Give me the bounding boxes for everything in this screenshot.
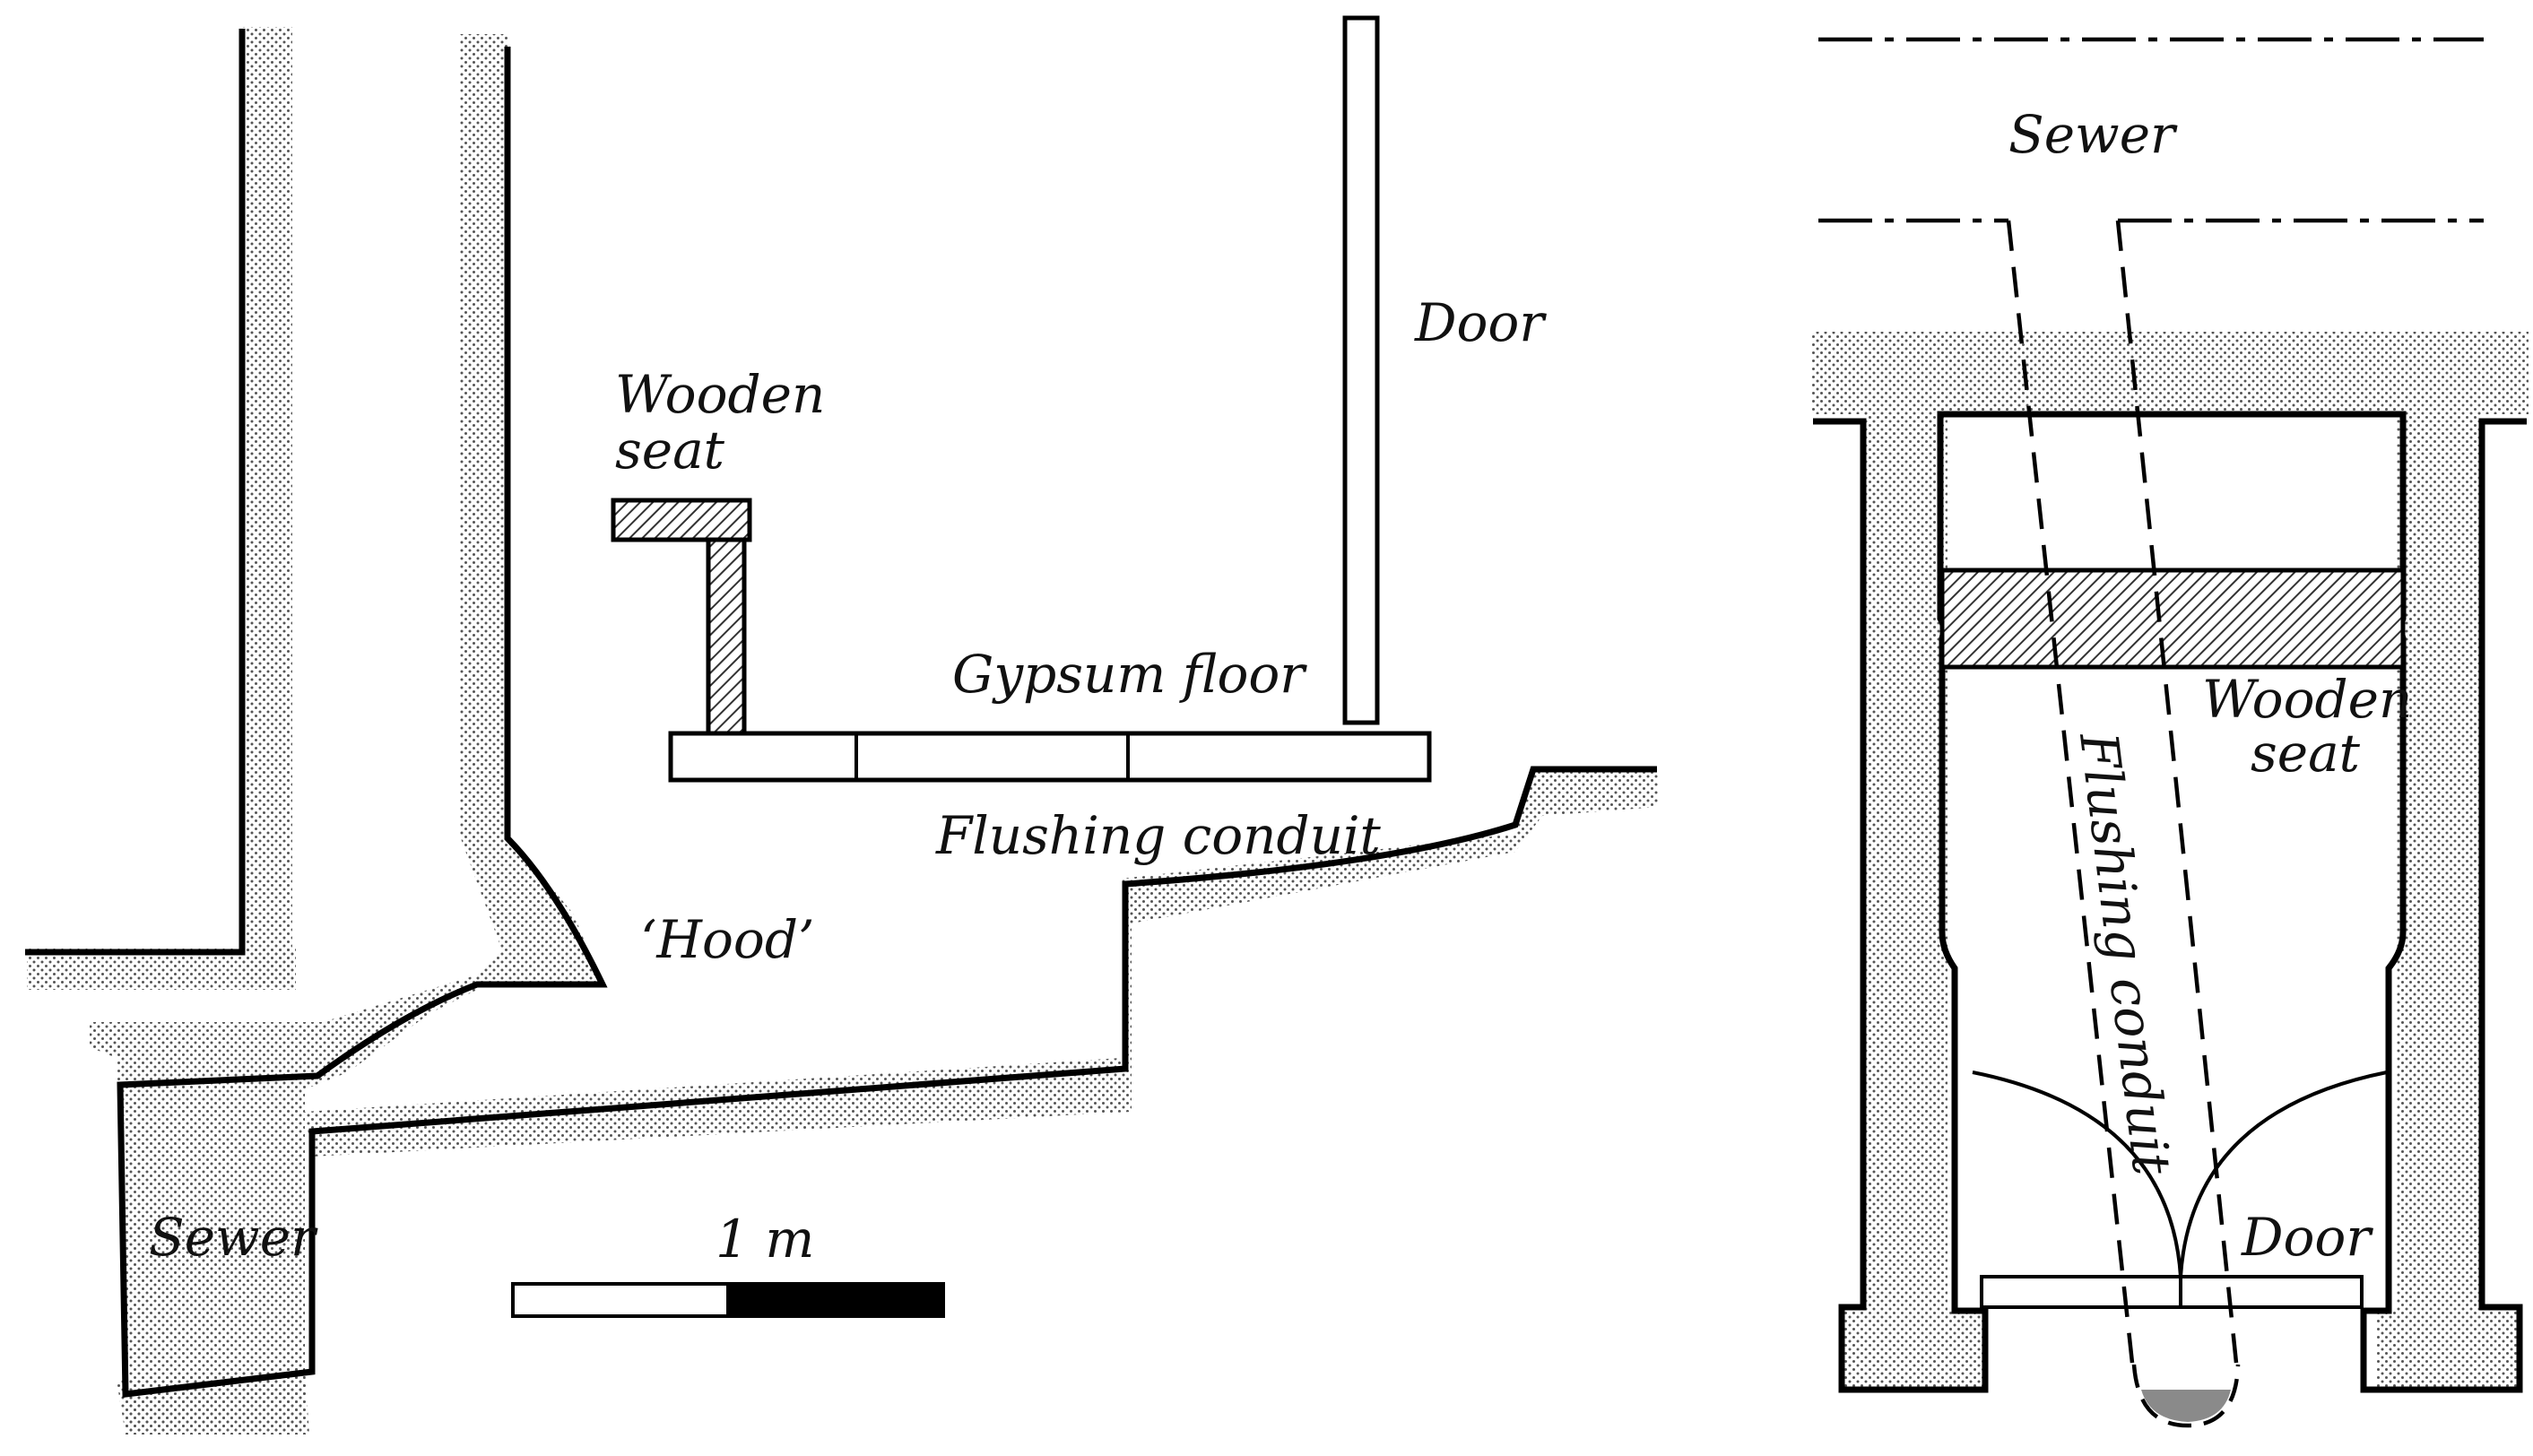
wooden-seat-section [611, 498, 752, 736]
label-door: Door [1414, 292, 1547, 353]
label-wooden-seat-1: Wooden [615, 364, 825, 425]
flushing-conduit-plan [2006, 220, 2241, 1428]
label-gypsum-floor: Gypsum floor [952, 644, 1307, 705]
plan-label-wooden-seat-1: Wooden [2202, 669, 2412, 730]
plan-label-flushing-conduit: Flushing conduit [2068, 728, 2182, 1178]
water-fill [2141, 1390, 2231, 1422]
plan-label-door: Door [2241, 1207, 2373, 1268]
door-threshold [1980, 1275, 2364, 1309]
plan-masonry-stipple [1811, 332, 2529, 1390]
plan-label-wooden-seat-2: seat [2251, 723, 2361, 784]
scale-bar: 1 m [511, 1209, 945, 1318]
label-sewer: Sewer [149, 1207, 318, 1268]
outlet-basin [2131, 1364, 2241, 1428]
plan-walls [1813, 411, 2527, 1393]
sewer-lines [1818, 37, 2484, 223]
label-wooden-seat-2: seat [615, 420, 725, 481]
door-swing-arcs [1972, 1070, 2388, 1278]
section-view: Wooden seat Door Gypsum floor Flushing c… [25, 15, 1659, 1434]
wooden-seat-plan [1939, 568, 2406, 670]
scale-bar-label: 1 m [716, 1209, 814, 1270]
plan-label-sewer: Sewer [2008, 104, 2178, 165]
door-post [1342, 15, 1380, 725]
plan-view: Sewer Wooden seat Flushing conduit Door [1811, 37, 2529, 1428]
label-flushing-conduit: Flushing conduit [935, 805, 1382, 866]
section-walls [25, 29, 1657, 1398]
gypsum-floor-slab [668, 731, 1432, 783]
label-hood: ‘Hood’ [640, 909, 814, 970]
